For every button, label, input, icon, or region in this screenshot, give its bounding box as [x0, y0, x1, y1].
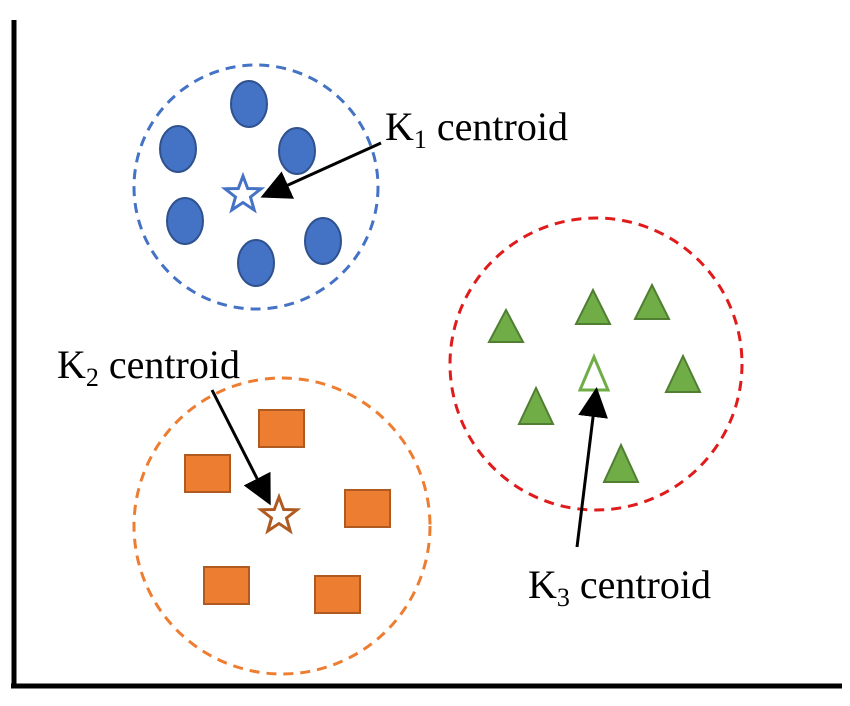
k1-centroid-label: K1 centroid	[385, 104, 568, 154]
cluster-k3	[448, 216, 744, 512]
cluster-k1-point	[304, 217, 342, 265]
cluster-k2-centroid-star	[256, 492, 302, 535]
cluster-k3-boundary	[448, 216, 744, 512]
cluster-k2-point	[314, 575, 361, 614]
cluster-k1	[132, 63, 380, 311]
k2-arrow	[210, 389, 271, 506]
cluster-k2-point	[344, 489, 391, 528]
cluster-k1-point	[166, 197, 204, 245]
cluster-k1-centroid-star	[220, 171, 266, 214]
cluster-k1-point	[278, 127, 316, 175]
cluster-k3-point	[664, 353, 702, 393]
cluster-k1-point	[159, 125, 197, 173]
cluster-k3-point	[487, 307, 525, 343]
k3-arrow	[575, 387, 608, 548]
cluster-k1-boundary	[132, 63, 380, 311]
cluster-k2-point	[184, 454, 231, 493]
cluster-k1-point	[237, 239, 275, 287]
cluster-k3-point	[517, 385, 555, 425]
cluster-k2-point	[203, 566, 250, 605]
cluster-k2	[132, 376, 432, 676]
k1-arrow	[260, 141, 382, 199]
cluster-k3-point	[633, 282, 671, 320]
cluster-k2-point	[258, 409, 305, 448]
k2-centroid-label: K2 centroid	[57, 342, 240, 392]
cluster-k3-centroid-triangle	[577, 353, 611, 392]
cluster-k3-point	[574, 287, 612, 325]
k3-centroid-label: K3 centroid	[528, 562, 711, 612]
cluster-k1-point	[230, 80, 268, 128]
cluster-k3-point	[602, 442, 640, 483]
cluster-k2-boundary	[132, 376, 432, 676]
